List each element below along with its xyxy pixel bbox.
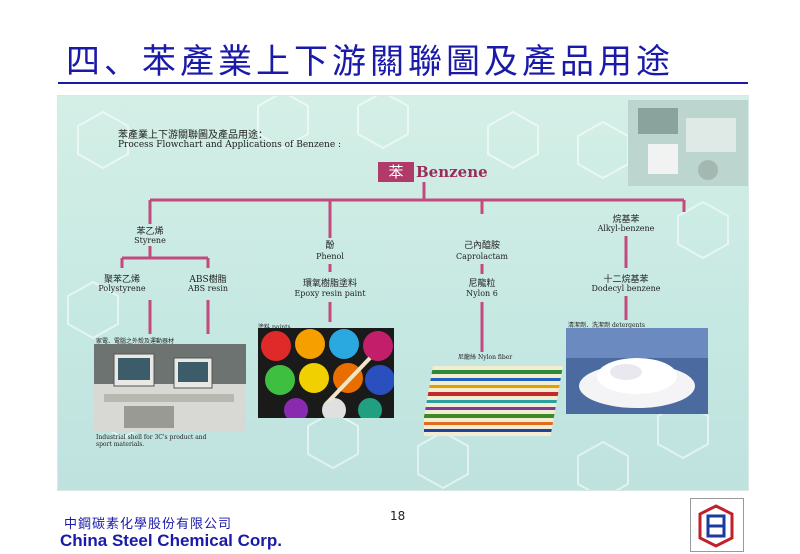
panel-heading-zh: 苯產業上下游關聯圖及產品用途： [118,130,268,141]
nylon-fiber-caption: 尼龍絲 Nylon fiber [458,352,512,361]
polystyrene-en: Polystyrene [98,284,146,293]
slide-title: 四、苯產業上下游關聯圖及產品用途 [66,42,674,82]
polystyrene-zh: 聚苯乙烯 [103,275,140,285]
computer-photo-caption-bottom: Industrial shell for 3C's product and sp… [96,434,207,448]
detergents-caption-en: detergents [611,322,645,329]
styrene-en: Styrene [134,236,166,245]
computer-desk-photo [94,344,246,432]
caprolactam-en: Caprolactam [455,252,509,261]
nylon6-zh: 尼龍粒 [468,279,496,289]
page-number: 18 [390,509,406,523]
dodecylbenzene-zh: 十二烷基苯 [603,275,649,285]
detergents-caption-zh: 清潔劑．洗潔劑 [568,322,611,329]
company-name-zh: 中鋼碳素化學股份有限公司 [64,517,233,532]
lab-photo [628,100,748,186]
paints-caption: 塗料 paints [258,322,291,331]
nylon-fiber-caption-en: Nylon fiber [477,354,513,361]
abs-resin-en: ABS resin [187,284,229,293]
alkylbenzene-zh: 烷基苯 [612,215,640,225]
dodecylbenzene-en: Dodecyl benzene [591,284,661,293]
nylon6-en: Nylon 6 [466,289,498,298]
benzene-box-zh: 苯 [378,162,414,182]
nylon-fabric-photo [424,366,563,436]
benzene-box-en: Benzene [416,163,488,181]
company-name-en: China Steel Chemical Corp. [60,531,282,550]
company-logo-icon [698,504,734,548]
detergent-powder-photo [566,328,708,414]
phenol-en: Phenol [316,252,344,261]
abs-resin-zh: ABS樹脂 [189,275,227,285]
paints-caption-zh: 塗料 [258,324,271,331]
flowchart-panel: 苯產業上下游關聯圖及產品用途： Process Flowchart and Ap… [58,96,748,490]
alkylbenzene-en: Alkyl-benzene [597,224,655,233]
title-rule [58,82,748,84]
paints-caption-en: paints [271,324,291,331]
caprolactam-zh: 己內醯胺 [463,241,500,251]
styrene-zh: 苯乙烯 [136,227,164,237]
computer-photo-caption-top: 家電、電腦之外殼及運動器材 [96,338,175,345]
flowchart-lines [120,182,686,352]
epoxy-paint-en: Epoxy resin paint [294,289,366,298]
detergents-caption: 清潔劑．洗潔劑 detergents [568,320,645,329]
phenol-zh: 酚 [325,241,335,251]
panel-heading-en: Process Flowchart and Applications of Be… [118,140,342,150]
epoxy-paint-zh: 環氧樹脂塗料 [302,279,357,289]
nylon-fiber-caption-zh: 尼龍絲 [458,354,477,361]
paint-cans-photo [258,328,394,418]
